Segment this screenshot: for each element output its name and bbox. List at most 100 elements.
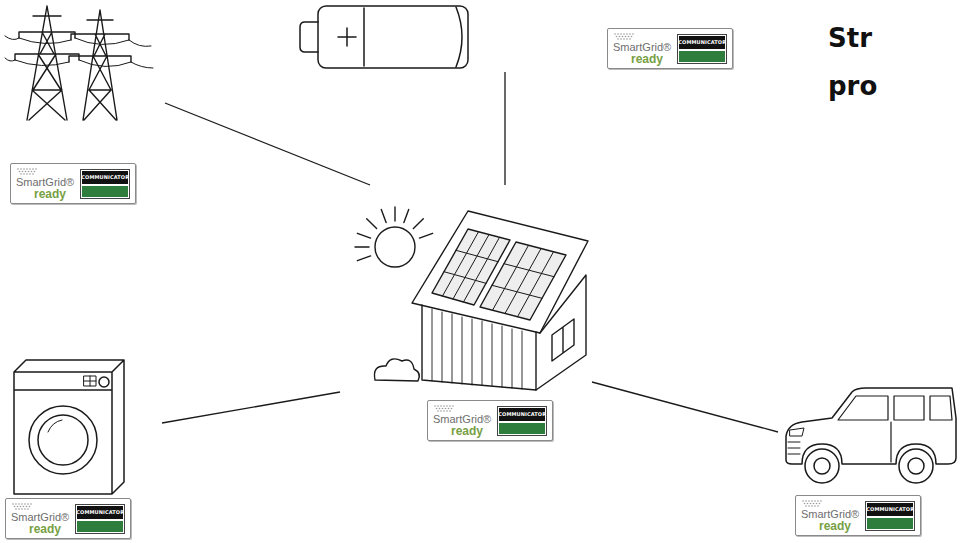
car-windows bbox=[838, 396, 952, 462]
logo-dot bbox=[27, 508, 29, 510]
logo-dot bbox=[623, 38, 625, 40]
logo-dot bbox=[445, 408, 447, 410]
smartgrid-logo bbox=[11, 502, 35, 511]
battery-body bbox=[318, 6, 468, 68]
logo-dot bbox=[18, 503, 20, 505]
logo-dot bbox=[625, 36, 627, 38]
logo-dot bbox=[15, 508, 17, 510]
logo-dot bbox=[629, 38, 631, 40]
logo-dot bbox=[808, 500, 810, 502]
solar-panel-b-grid bbox=[492, 245, 554, 316]
logo-dot bbox=[28, 171, 30, 173]
logo-dot bbox=[449, 405, 451, 407]
smartgrid-logo bbox=[433, 404, 457, 413]
bush bbox=[374, 359, 419, 381]
logo-dot bbox=[620, 33, 622, 35]
smartgrid-badge: SmartGrid®ready COMMUNICATOR bbox=[795, 495, 921, 536]
badge-logo-area: SmartGrid®ready bbox=[16, 167, 74, 200]
communicator-mark: COMMUNICATOR bbox=[677, 34, 727, 64]
badge-label: COMMUNICATOR bbox=[866, 506, 914, 512]
power-pylons bbox=[5, 6, 153, 120]
logo-dot bbox=[452, 405, 454, 407]
smartgrid-logo bbox=[16, 167, 40, 176]
logo-dot bbox=[443, 405, 445, 407]
brand-name: SmartGrid® bbox=[16, 176, 74, 188]
logo-dot bbox=[632, 33, 634, 35]
logo-dot bbox=[442, 408, 444, 410]
logo-dot bbox=[446, 405, 448, 407]
logo-dot bbox=[631, 36, 633, 38]
brand-tagline: ready bbox=[801, 520, 859, 532]
connector-line bbox=[165, 103, 370, 185]
logo-dot bbox=[811, 500, 813, 502]
logo-dot bbox=[26, 173, 28, 175]
logo-dot bbox=[23, 506, 25, 508]
battery bbox=[300, 6, 468, 68]
logo-dot bbox=[440, 410, 442, 412]
logo-dot bbox=[25, 171, 27, 173]
logo-dot bbox=[626, 38, 628, 40]
logo-dot bbox=[437, 405, 439, 407]
logo-dot bbox=[29, 173, 31, 175]
logo-dot bbox=[620, 38, 622, 40]
smartgrid-badge: SmartGrid®readyCOMMUNICATOR bbox=[607, 28, 733, 69]
smartgrid-badge: SmartGrid®readyCOMMUNICATOR bbox=[427, 400, 553, 441]
logo-dot bbox=[440, 405, 442, 407]
washer-node: SmartGrid®ready COMMUNICATOR bbox=[0, 352, 162, 540]
communicator-bar: COMMUNICATOR bbox=[867, 503, 913, 516]
logo-dot bbox=[817, 505, 819, 507]
pylon-node: SmartGrid®readyCOMMUNICATOR bbox=[5, 0, 165, 208]
logo-dot bbox=[31, 171, 33, 173]
logo-dot bbox=[20, 506, 22, 508]
brand-name: SmartGrid® bbox=[11, 511, 69, 523]
window bbox=[552, 319, 574, 361]
logo-dot bbox=[617, 38, 619, 40]
communicator-bar: COMMUNICATOR bbox=[77, 506, 123, 519]
smartgrid-logo bbox=[613, 32, 637, 41]
logo-dot bbox=[810, 503, 812, 505]
brand-name: SmartGrid® bbox=[801, 508, 859, 520]
washer-glass-shine bbox=[48, 420, 62, 432]
logo-dot bbox=[29, 168, 31, 170]
logo-dot bbox=[35, 168, 37, 170]
side-wall bbox=[536, 275, 586, 390]
logo-dot bbox=[29, 506, 31, 508]
logo-dot bbox=[628, 36, 630, 38]
electric-car bbox=[786, 388, 956, 483]
logo-dot bbox=[27, 503, 29, 505]
brand-name: SmartGrid® bbox=[433, 413, 491, 425]
communicator-green bbox=[499, 423, 545, 434]
wall-siding bbox=[432, 309, 522, 389]
communicator-green bbox=[867, 518, 913, 529]
logo-dot bbox=[26, 168, 28, 170]
roof bbox=[412, 211, 588, 333]
battery-terminal bbox=[300, 22, 318, 52]
badge-logo-area: SmartGrid®ready bbox=[801, 499, 859, 532]
logo-dot bbox=[24, 508, 26, 510]
logo-dot bbox=[20, 168, 22, 170]
logo-dot bbox=[434, 405, 436, 407]
logo-dot bbox=[622, 36, 624, 38]
logo-dot bbox=[617, 33, 619, 35]
solar-house bbox=[355, 207, 588, 390]
logo-dot bbox=[820, 500, 822, 502]
logo-dot bbox=[17, 506, 19, 508]
logo-dot bbox=[443, 410, 445, 412]
logo-dot bbox=[24, 503, 26, 505]
washer-door bbox=[29, 406, 97, 474]
logo-dot bbox=[34, 171, 36, 173]
washer-knob bbox=[99, 377, 109, 387]
logo-dot bbox=[439, 408, 441, 410]
communicator-bar: COMMUNICATOR bbox=[679, 36, 725, 49]
communicator-mark: COMMUNICATOR bbox=[865, 501, 915, 531]
logo-dot bbox=[437, 410, 439, 412]
sun-rays bbox=[355, 207, 433, 261]
logo-dot bbox=[30, 503, 32, 505]
logo-dot bbox=[814, 500, 816, 502]
communicator-mark: COMMUNICATOR bbox=[497, 406, 547, 436]
logo-dot bbox=[436, 408, 438, 410]
brand-tagline: ready bbox=[11, 523, 69, 535]
logo-dot bbox=[32, 168, 34, 170]
connector-line bbox=[162, 392, 340, 423]
